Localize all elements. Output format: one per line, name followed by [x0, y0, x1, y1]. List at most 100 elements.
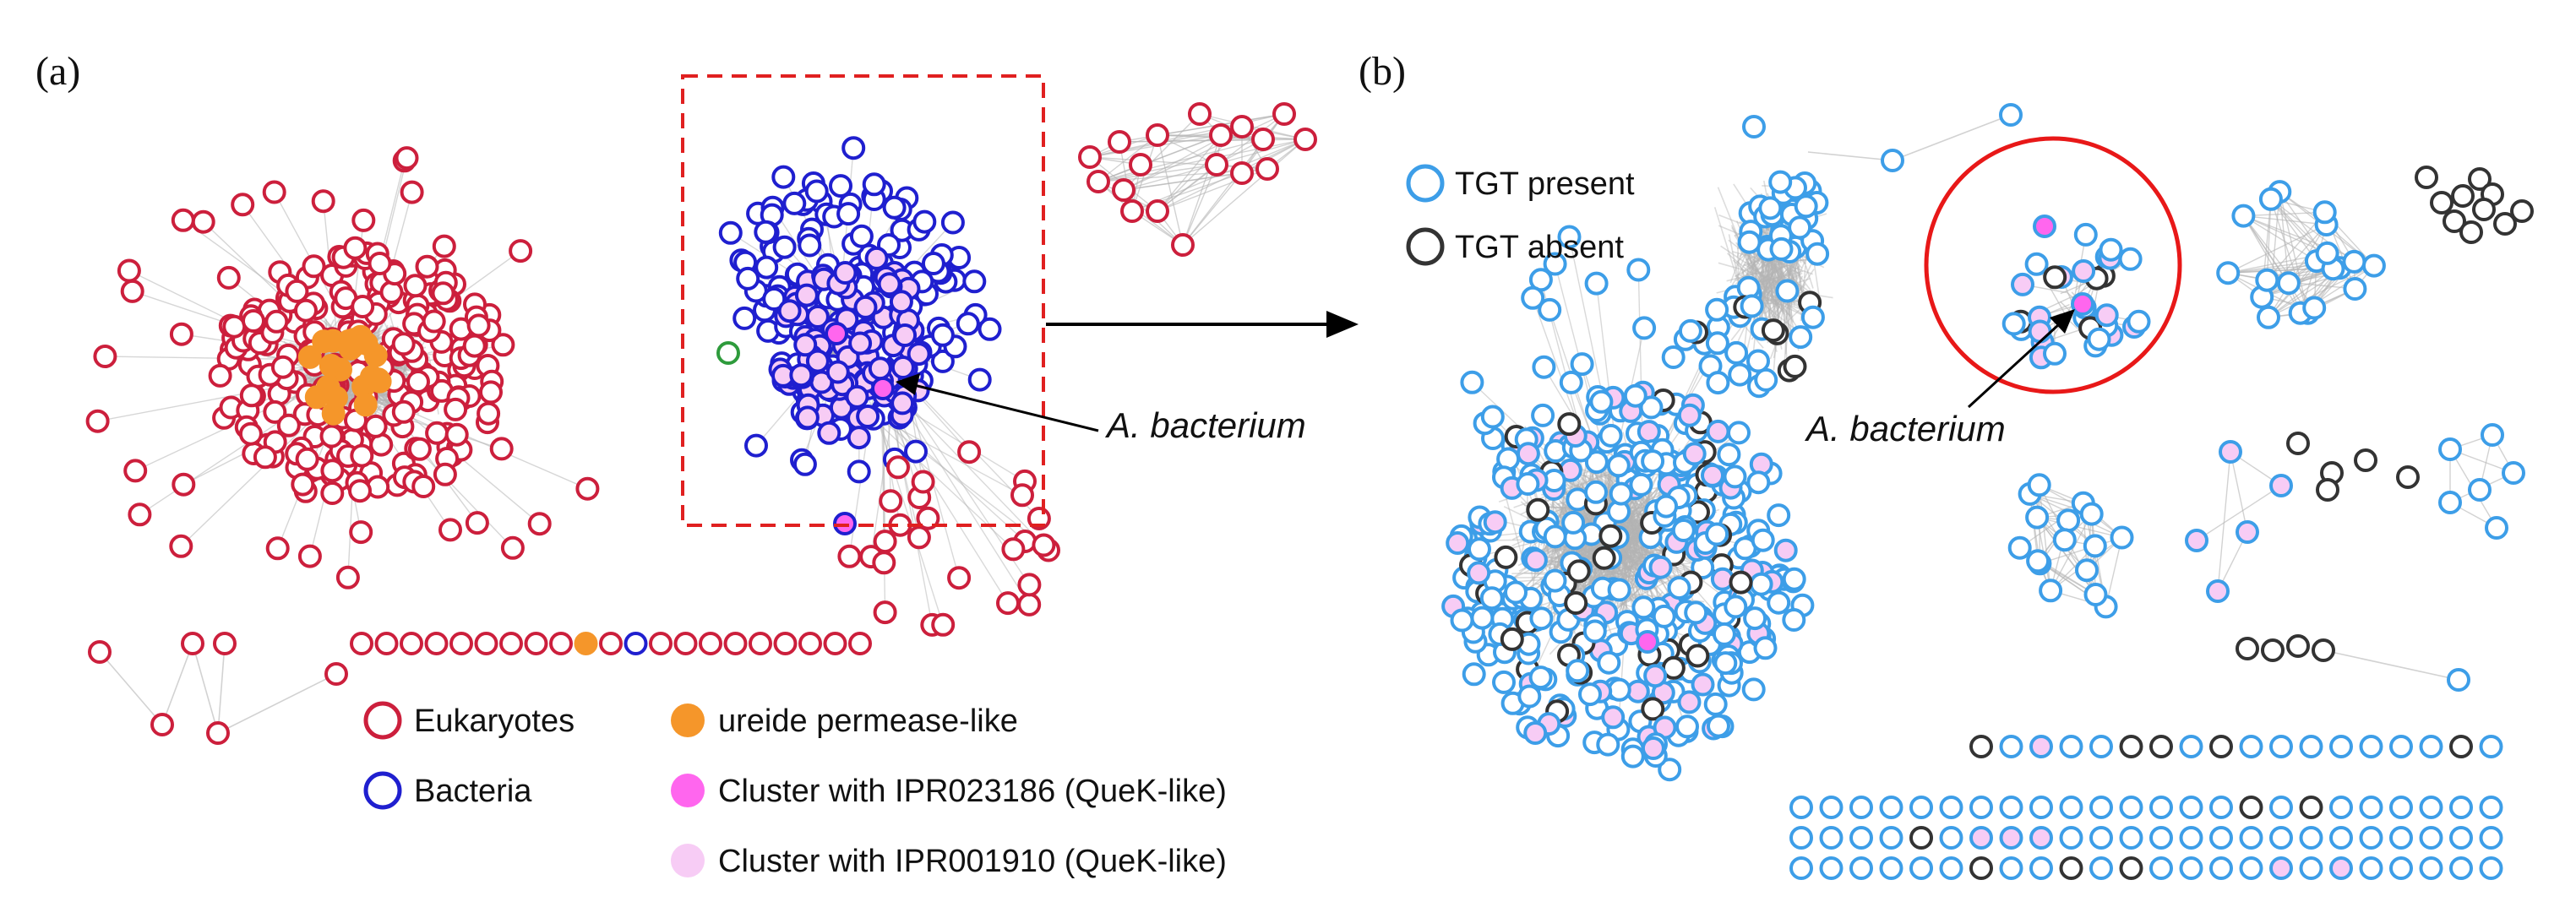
network-node [723, 632, 748, 655]
network-node [264, 309, 289, 334]
network-node [391, 399, 416, 424]
network-node [1108, 130, 1131, 154]
network-node [1641, 697, 1665, 721]
network-edge [1730, 225, 1767, 292]
network-node [1272, 102, 1296, 126]
network-edge [2270, 198, 2317, 262]
network-node [1129, 153, 1152, 177]
network-node [324, 385, 348, 410]
network-node [2209, 826, 2233, 850]
network-node [2149, 856, 2173, 880]
network-node [2119, 856, 2143, 880]
network-node [1805, 242, 1830, 266]
network-edge [2268, 268, 2334, 318]
network-node [718, 220, 743, 245]
network-edge [903, 399, 1049, 551]
network-node [2119, 826, 2143, 850]
network-node [1631, 595, 1656, 620]
network-node [400, 632, 423, 655]
network-node [2236, 520, 2259, 544]
network-node [509, 239, 533, 263]
network-node [957, 440, 982, 464]
network-node [1598, 423, 1623, 448]
network-node [2316, 478, 2339, 502]
network-edge [1097, 134, 1158, 182]
network-node [422, 309, 446, 334]
network-node [792, 452, 817, 476]
network-edge [1789, 269, 1793, 273]
network-node [1209, 123, 1233, 147]
annotation-label-b: A. bacterium [1804, 409, 2006, 448]
network-node [845, 384, 869, 409]
network-node [2479, 856, 2503, 880]
network-node [1446, 531, 1470, 555]
network-node [2039, 579, 2063, 603]
network-node [2299, 735, 2323, 758]
network-node [353, 393, 378, 417]
network-node [1819, 856, 1844, 880]
network-node [1146, 199, 1169, 223]
network-edge [217, 643, 226, 734]
network-node [368, 369, 392, 394]
network-node [841, 136, 866, 160]
network-edge [863, 408, 1014, 550]
network-node [847, 459, 871, 484]
network-node [172, 472, 196, 497]
network-node [1171, 233, 1195, 257]
network-node [191, 209, 215, 234]
network-node [549, 632, 573, 655]
network-node [2059, 856, 2083, 880]
network-node [749, 632, 772, 655]
legend-eukaryotes-label: Eukaryotes [414, 703, 575, 739]
network-node [1671, 519, 1696, 542]
network-node [2216, 261, 2241, 285]
network-node [2359, 735, 2383, 758]
network-node [754, 220, 778, 244]
network-node [1773, 538, 1798, 562]
network-node [1623, 383, 1647, 408]
network-node [836, 202, 861, 226]
network-node [574, 632, 598, 655]
network-node [2059, 735, 2083, 758]
network-node [391, 332, 416, 356]
network-node [2071, 292, 2094, 316]
network-node [2430, 191, 2453, 215]
network-node [2149, 796, 2173, 819]
network-edge [1778, 269, 1808, 291]
network-node [1120, 199, 1144, 223]
network-node [996, 591, 1020, 616]
network-node [499, 632, 523, 655]
network-node [1584, 480, 1608, 504]
network-node [295, 447, 319, 471]
network-node [1526, 497, 1550, 522]
network-node [350, 632, 373, 655]
network-node [2239, 826, 2263, 850]
network-node [2094, 303, 2119, 328]
network-node [1592, 546, 1616, 570]
network-node [2361, 253, 2386, 278]
network-node [1703, 692, 1728, 716]
network-node [817, 421, 841, 445]
network-node [2119, 735, 2143, 758]
network-node [1706, 371, 1730, 395]
network-node [907, 525, 931, 550]
network-node [489, 437, 514, 461]
network-edge [2196, 485, 2282, 541]
network-node [2468, 167, 2492, 191]
network-node [276, 413, 301, 437]
network-node [1737, 230, 1762, 254]
network-node [1746, 349, 1770, 373]
network-edge [2270, 198, 2355, 263]
network-edge [2050, 513, 2093, 591]
network-edge [1758, 270, 1783, 320]
network-node [1578, 682, 1602, 707]
network-node [2185, 529, 2208, 552]
network-node [2269, 796, 2293, 819]
network-node [889, 290, 913, 314]
network-node [1566, 559, 1591, 584]
network-edge [1805, 265, 1814, 289]
network-node [319, 424, 344, 448]
network-node [343, 236, 368, 260]
network-edge [1771, 284, 1775, 318]
network-node [2438, 491, 2462, 514]
